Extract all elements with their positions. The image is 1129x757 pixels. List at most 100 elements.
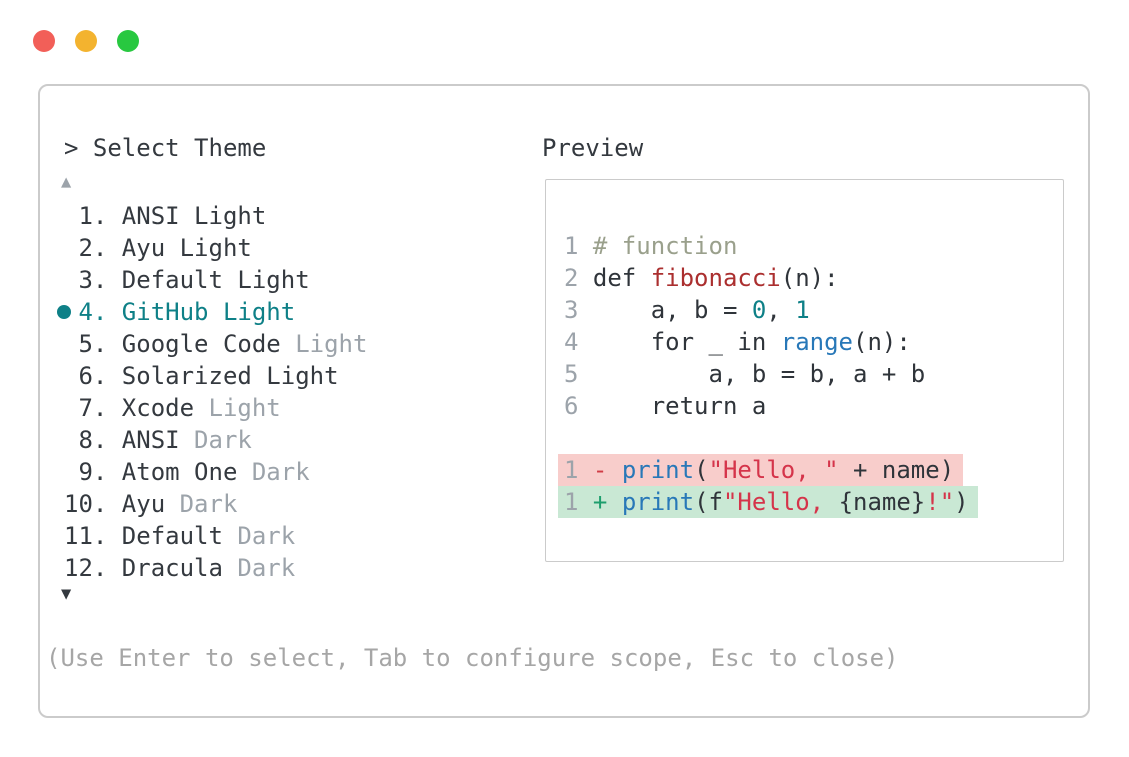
code-segment-plus: + bbox=[592, 488, 622, 516]
code-segment-ln: 5 bbox=[564, 360, 593, 388]
theme-name: Ayu Light bbox=[121, 234, 252, 262]
theme-variant: Light bbox=[295, 330, 368, 358]
code-segment-call: range bbox=[780, 328, 853, 356]
code-segment-com: # function bbox=[592, 232, 738, 260]
theme-option-ansi[interactable]: 8. ANSI Dark bbox=[64, 424, 367, 456]
theme-variant: Dark bbox=[237, 522, 296, 550]
theme-variant: Dark bbox=[251, 458, 310, 486]
theme-number: 1. bbox=[64, 202, 122, 230]
code-segment-plain: a, b = b, a + b bbox=[592, 360, 926, 388]
code-segment-ln: 1 bbox=[564, 456, 593, 484]
code-segment-ln: 1 bbox=[564, 488, 593, 516]
theme-number: 4. bbox=[64, 298, 122, 326]
close-button[interactable] bbox=[33, 30, 55, 52]
theme-name: Dracula bbox=[121, 554, 238, 582]
window-controls bbox=[33, 30, 139, 52]
scroll-up-indicator-icon: ▲ bbox=[61, 172, 72, 192]
code-segment-ln: 6 bbox=[564, 392, 593, 420]
theme-variant: Light bbox=[208, 394, 281, 422]
selected-dot-icon bbox=[57, 305, 71, 319]
theme-number: 6. bbox=[64, 362, 122, 390]
code-segment-plain: {name} bbox=[838, 488, 926, 516]
select-theme-prompt: > Select Theme bbox=[64, 134, 267, 162]
diff-removed-line: 1 - print("Hello, " + name) bbox=[558, 454, 1063, 486]
code-segment-ln: 2 bbox=[564, 264, 593, 292]
code-segment-plain: + name) bbox=[838, 456, 955, 484]
theme-number: 10. bbox=[64, 490, 122, 518]
theme-name: Ayu bbox=[121, 490, 180, 518]
code-segment-call: print bbox=[621, 456, 695, 484]
code-segment-ln: 3 bbox=[564, 296, 593, 324]
preview-title: Preview bbox=[542, 134, 644, 162]
theme-name: Atom One bbox=[121, 458, 252, 486]
code-segment-ln: 4 bbox=[564, 328, 593, 356]
code-line: 6 return a bbox=[564, 390, 1063, 422]
code-segment-minus: - bbox=[592, 456, 622, 484]
diff-removed-highlight: 1 - print("Hello, " + name) bbox=[558, 454, 964, 486]
theme-name: Google Code bbox=[121, 330, 296, 358]
code-line: 3 a, b = 0, 1 bbox=[564, 294, 1063, 326]
theme-name: Default Light bbox=[121, 266, 310, 294]
theme-name: GitHub Light bbox=[121, 298, 296, 326]
theme-number: 12. bbox=[64, 554, 122, 582]
theme-option-solarized-light[interactable]: 6. Solarized Light bbox=[64, 360, 367, 392]
theme-option-ansi-light[interactable]: 1. ANSI Light bbox=[64, 200, 367, 232]
code-segment-plain: ) bbox=[954, 488, 969, 516]
code-segment-str: "Hello, " bbox=[708, 456, 839, 484]
code-segment-plain: (n): bbox=[780, 264, 839, 292]
code-segment-call: print bbox=[621, 488, 695, 516]
scroll-down-indicator-icon: ▼ bbox=[61, 584, 72, 604]
code-line: 4 for _ in range(n): bbox=[564, 326, 1063, 358]
code-segment-plain: (f bbox=[694, 488, 723, 516]
theme-number: 3. bbox=[64, 266, 122, 294]
code-line: 2 def fibonacci(n): bbox=[564, 262, 1063, 294]
code-segment-plain: for _ in bbox=[592, 328, 781, 356]
theme-option-ayu-light[interactable]: 2. Ayu Light bbox=[64, 232, 367, 264]
theme-name: Solarized Light bbox=[121, 362, 339, 390]
theme-option-github-light[interactable]: 4. GitHub Light bbox=[57, 296, 367, 328]
theme-variant: Dark bbox=[237, 554, 296, 582]
theme-number: 2. bbox=[64, 234, 122, 262]
theme-number: 9. bbox=[64, 458, 122, 486]
diff-added-highlight: 1 + print(f"Hello, {name}!") bbox=[558, 486, 978, 518]
theme-name: ANSI bbox=[121, 426, 195, 454]
theme-picker-panel: > Select Theme Preview ▲ 1. ANSI Light 2… bbox=[38, 84, 1090, 718]
theme-number: 11. bbox=[64, 522, 122, 550]
theme-option-ayu[interactable]: 10. Ayu Dark bbox=[64, 488, 367, 520]
diff-block: 1 - print("Hello, " + name)1 + print(f"H… bbox=[558, 454, 1063, 518]
theme-option-dracula[interactable]: 12. Dracula Dark bbox=[64, 552, 367, 584]
code-segment-plain: (n): bbox=[853, 328, 911, 356]
theme-name: Default bbox=[121, 522, 238, 550]
code-segment-plain: return a bbox=[592, 392, 767, 420]
code-segment-str: "Hello, bbox=[722, 488, 839, 516]
theme-option-default[interactable]: 11. Default Dark bbox=[64, 520, 367, 552]
theme-option-google-code[interactable]: 5. Google Code Light bbox=[64, 328, 367, 360]
code-line: 1 # function bbox=[564, 230, 1063, 262]
code-segment-num: 1 bbox=[795, 296, 810, 324]
code-segment-ln: 1 bbox=[564, 232, 593, 260]
theme-variant: Dark bbox=[194, 426, 252, 454]
theme-number: 8. bbox=[64, 426, 122, 454]
keyboard-hint: (Use Enter to select, Tab to configure s… bbox=[46, 644, 899, 672]
code-segment-str: !" bbox=[925, 488, 955, 516]
theme-name: ANSI Light bbox=[121, 202, 267, 230]
theme-variant: Dark bbox=[179, 490, 238, 518]
code-segment-plain: , bbox=[766, 296, 796, 324]
theme-number: 5. bbox=[64, 330, 122, 358]
code-segment-plain: def bbox=[592, 264, 651, 292]
theme-option-xcode[interactable]: 7. Xcode Light bbox=[64, 392, 367, 424]
theme-option-default-light[interactable]: 3. Default Light bbox=[64, 264, 367, 296]
code-segment-fn: fibonacci bbox=[650, 264, 781, 292]
diff-added-line: 1 + print(f"Hello, {name}!") bbox=[558, 486, 1063, 518]
theme-option-atom-one[interactable]: 9. Atom One Dark bbox=[64, 456, 367, 488]
code-segment-plain: ( bbox=[694, 456, 709, 484]
code-segment-num: 0 bbox=[751, 296, 767, 324]
code-line: 5 a, b = b, a + b bbox=[564, 358, 1063, 390]
minimize-button[interactable] bbox=[75, 30, 97, 52]
theme-name: Xcode bbox=[121, 394, 209, 422]
theme-number: 7. bbox=[64, 394, 122, 422]
zoom-button[interactable] bbox=[117, 30, 139, 52]
code-segment-plain: a, b = bbox=[592, 296, 752, 324]
